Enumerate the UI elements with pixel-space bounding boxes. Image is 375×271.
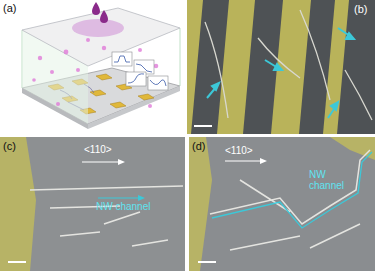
molecule <box>148 104 152 108</box>
arrow-head <box>331 102 338 110</box>
nanowire <box>205 10 372 120</box>
molecule <box>50 70 54 74</box>
sem-ground <box>187 0 375 134</box>
annotation-text: <110> <box>84 144 112 155</box>
annotation-text: NW channel <box>96 201 150 212</box>
molecule <box>86 38 90 42</box>
figure-panel: (b) <box>187 0 375 134</box>
molecule <box>56 102 60 106</box>
electrode-region <box>0 137 36 271</box>
electrode-pad <box>110 102 126 108</box>
channel-arrow <box>98 197 140 198</box>
arrow-head <box>118 159 125 165</box>
figure-panel: (d) <110> NW channel <box>189 137 375 271</box>
molecule <box>102 46 106 50</box>
direction-arrow <box>82 161 120 162</box>
signal-cards <box>112 52 168 90</box>
panel-label: (a) <box>3 2 16 14</box>
molecule <box>76 68 80 72</box>
electrode-stripe <box>217 0 255 134</box>
nanowire <box>30 186 183 246</box>
sem-ground <box>189 137 375 271</box>
electrode-stripe <box>323 0 349 134</box>
signal-card <box>126 72 146 86</box>
molecule <box>38 56 42 60</box>
molecule <box>32 78 36 82</box>
electrode-pad <box>138 94 154 100</box>
annotation-text: NW channel <box>309 169 345 191</box>
gas-molecules <box>32 38 158 108</box>
signal-card <box>148 76 168 90</box>
pointer-arrows <box>207 28 354 118</box>
molecule <box>64 50 69 55</box>
droplet <box>92 2 100 15</box>
electrode-stripes <box>187 0 349 134</box>
annotation-text: <110> <box>225 145 253 156</box>
sem-ground <box>0 137 185 271</box>
arrow-head <box>346 33 354 39</box>
arrow-head <box>274 64 282 70</box>
molecule <box>154 64 159 69</box>
direction-arrow <box>225 160 262 161</box>
panel-label: (c) <box>3 140 16 152</box>
signal-curve <box>114 56 130 62</box>
electrode-pad <box>90 90 106 96</box>
arrow-head <box>260 158 267 164</box>
droplet <box>100 10 108 23</box>
electrode-region <box>189 137 212 271</box>
top-plane <box>22 8 180 66</box>
scale-bar <box>8 261 26 263</box>
signal-curve <box>128 74 144 83</box>
gas-cloud <box>72 19 124 37</box>
channel-trace <box>212 152 372 228</box>
figure-panel: (a) <box>0 0 184 132</box>
signal-curve <box>150 80 166 86</box>
signal-card <box>112 52 132 66</box>
scale-bar <box>198 261 216 263</box>
arrow-head <box>212 83 219 90</box>
panel-label: (d) <box>192 140 205 152</box>
chamber-wall <box>180 28 181 86</box>
panel-label: (b) <box>354 3 367 15</box>
scale-bar <box>194 125 212 127</box>
figure-panel: (c) <110> NW channel <box>0 137 185 271</box>
signal-curve <box>136 64 152 72</box>
electrode-stripe <box>187 0 203 134</box>
electrode-pad <box>96 74 112 80</box>
arrow-head <box>138 195 145 201</box>
substrate-edge <box>88 86 180 129</box>
molecule <box>138 48 142 52</box>
panel-ground <box>0 0 184 132</box>
